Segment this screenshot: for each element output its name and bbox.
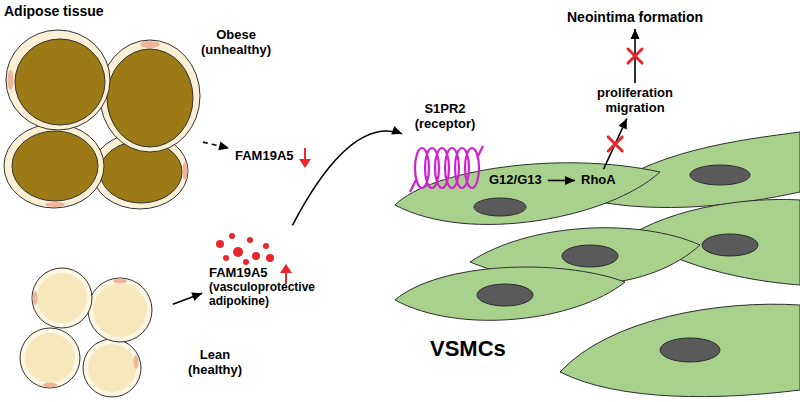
- arrow-shaft: [304, 148, 306, 160]
- node-label: Lean (healthy): [178, 348, 252, 378]
- text-group: S1PR2(receptor): [405, 102, 485, 132]
- adipocyte: [83, 339, 141, 397]
- node-sublabel: (vasculoprotective adipokine): [209, 281, 335, 309]
- arrow-head: [565, 176, 575, 185]
- cell-response: proliferation migration: [585, 86, 685, 116]
- text-group: Lean (healthy): [178, 348, 252, 378]
- node-label: RhoA: [581, 173, 616, 188]
- adipokine-dot: [216, 240, 224, 248]
- lean-adipocytes: Lean (healthy): [20, 268, 170, 398]
- lipid-droplet: [107, 49, 193, 147]
- smooth-muscle-cell: [395, 267, 625, 320]
- adipokine-dot: [247, 237, 253, 243]
- adipocyte-nucleus: [183, 162, 188, 180]
- arrow-head: [391, 126, 402, 134]
- connector: [203, 142, 229, 151]
- adipocyte: [32, 268, 92, 328]
- adipocyte: [4, 124, 104, 208]
- receptor-coil: [410, 146, 483, 192]
- rhoa: RhoA: [578, 172, 619, 189]
- panel-title: Adipose tissue: [4, 3, 104, 19]
- node-label: Neointima formation: [567, 9, 703, 25]
- smooth-muscle-cell: [560, 304, 800, 396]
- adipokine-dot: [266, 254, 274, 262]
- cell-nucleus: [690, 165, 750, 185]
- obese-adipocytes: [4, 30, 200, 209]
- node-label: FAM19A5: [235, 149, 294, 164]
- cell-nucleus: [562, 245, 618, 267]
- secreted-adipokine: [216, 233, 274, 265]
- cell-nucleus: [660, 338, 720, 362]
- obese-adipocytes: Obese (unhealthy): [0, 26, 200, 210]
- adipocyte-nucleus: [45, 202, 65, 207]
- adipocyte: [6, 30, 110, 130]
- adipokine-dot: [229, 233, 235, 239]
- lipid-droplet: [12, 131, 98, 201]
- outcome: Neointima formation: [564, 8, 706, 26]
- connector-line: [603, 119, 626, 170]
- connector-line: [173, 293, 202, 304]
- lipid-droplet: [93, 283, 147, 337]
- receptor-tail: [410, 180, 416, 192]
- cell-nucleus: [702, 234, 758, 256]
- adipocyte-nucleus: [134, 355, 139, 369]
- inhibition-cross: [608, 137, 622, 151]
- s1pr2-receptor: S1PR2(receptor): [405, 102, 485, 196]
- lipid-droplet: [37, 273, 87, 323]
- arrow-head: [218, 142, 229, 151]
- node-label: S1PR2: [405, 102, 485, 117]
- connector-line: [292, 131, 402, 225]
- inhibition-cross: [628, 49, 642, 63]
- adipocyte-nucleus: [113, 279, 127, 284]
- cell-type-label: VSMCs: [430, 336, 506, 361]
- connector: [292, 126, 402, 225]
- adipocyte-nucleus: [33, 291, 38, 305]
- lipid-droplet: [88, 344, 136, 392]
- fam19a5-increase: FAM19A5(vasculoprotective adipokine): [205, 228, 335, 309]
- adipokine-dot: [243, 259, 249, 265]
- arrow-head: [280, 264, 292, 273]
- adipocyte-nucleus: [8, 70, 14, 90]
- transmembrane-loop: [465, 148, 479, 188]
- adipocyte: [100, 40, 200, 152]
- text-group: FAM19A5(vasculoprotective adipokine): [205, 228, 335, 309]
- adipocyte-nucleus: [43, 383, 57, 388]
- lean-adipocytes: [20, 268, 152, 397]
- node-sublabel: (receptor): [405, 117, 485, 132]
- adipokine-dot: [223, 255, 229, 261]
- adipocyte: [20, 328, 80, 388]
- adipokine-dot: [263, 243, 269, 249]
- arrow-head: [299, 159, 311, 168]
- arrow-head: [631, 29, 640, 39]
- connector: [628, 29, 642, 83]
- lipid-droplet: [25, 333, 75, 383]
- g-protein: G12/G13: [486, 172, 545, 189]
- cell-nucleus: [474, 198, 526, 216]
- connector: [603, 119, 626, 170]
- connector: [173, 293, 202, 305]
- text-group: proliferation migration: [585, 86, 685, 116]
- arrow-head: [619, 119, 627, 130]
- arrow-head: [191, 293, 202, 301]
- decrease-arrow: [299, 148, 311, 168]
- fam19a5-decrease: FAM19A5: [232, 148, 297, 165]
- node-label: G12/G13: [489, 173, 542, 188]
- adipocyte: [88, 278, 152, 342]
- adipokine-dot: [252, 252, 260, 260]
- node-label: proliferation migration: [585, 86, 685, 116]
- lipid-droplet: [15, 39, 105, 125]
- node-label: FAM19A5: [209, 266, 335, 281]
- vsmc-sheet: [395, 132, 800, 397]
- node-label: Obese (unhealthy): [196, 28, 276, 58]
- receptor-tail: [478, 146, 483, 156]
- connector: [548, 176, 575, 185]
- adipocyte-nucleus: [140, 41, 160, 48]
- text-group: Obese (unhealthy): [196, 28, 276, 58]
- adipokine-dot: [233, 247, 243, 257]
- cell-nucleus: [477, 284, 533, 306]
